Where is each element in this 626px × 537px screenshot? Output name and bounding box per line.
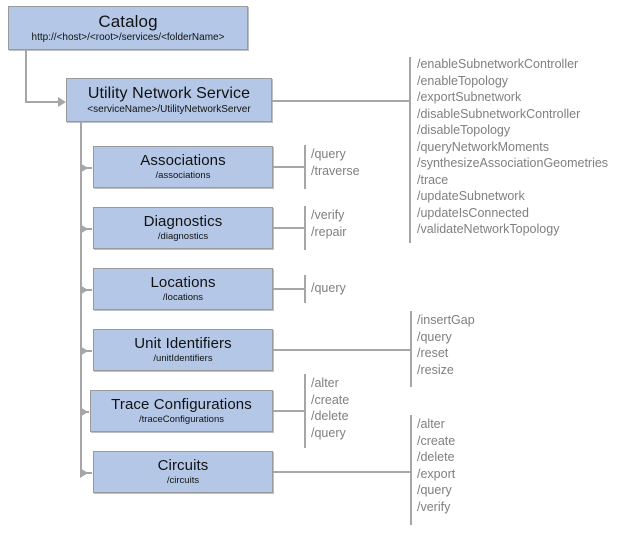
connector-service-trunk-vertical xyxy=(80,122,82,472)
operation-item: /alter xyxy=(417,417,445,431)
operation-item: /create xyxy=(417,433,456,448)
operation-item: /query xyxy=(311,281,346,295)
connector-associations-to-operations xyxy=(273,166,305,168)
node-diagnostics-path: /diagnostics xyxy=(157,231,209,242)
node-catalog-path: http://<host>/<root>/services/<folderNam… xyxy=(31,32,225,43)
operation-item: /alter xyxy=(311,376,339,390)
operation-item: /disableSubnetworkController xyxy=(417,106,581,121)
operations-associations: /query /traverse xyxy=(311,146,360,179)
arrow-to-associations xyxy=(80,163,88,173)
node-diagnostics-title: Diagnostics xyxy=(143,213,223,230)
node-trace-configurations-title: Trace Configurations xyxy=(111,396,252,413)
node-utility-network-service-path: <serviceName>/UtilityNetworkServer xyxy=(87,103,251,115)
divider-trace-configurations-operations xyxy=(304,374,306,448)
operation-item: /trace xyxy=(417,172,449,187)
node-unit-identifiers[interactable]: Unit Identifiers /unitIdentifiers xyxy=(93,329,273,371)
node-circuits-path: /circuits xyxy=(166,475,200,486)
node-catalog-title: Catalog xyxy=(98,12,158,31)
node-circuits-title: Circuits xyxy=(157,457,209,474)
operations-locations: /query xyxy=(311,280,346,297)
operation-item: /query xyxy=(311,425,346,440)
operation-item: /disableTopology xyxy=(417,123,511,137)
operation-item: /delete xyxy=(311,409,349,423)
arrow-to-locations xyxy=(80,285,88,295)
operations-circuits: /alter /create /delete /export /query /v… xyxy=(417,416,455,515)
operations-diagnostics: /verify /repair xyxy=(311,207,346,240)
connector-catalog-to-service-horizontal xyxy=(25,101,61,103)
connector-circuits-to-operations xyxy=(273,471,411,473)
operation-item: /traverse xyxy=(311,163,360,178)
node-associations-title: Associations xyxy=(140,152,226,169)
connector-catalog-to-service-vertical xyxy=(25,50,27,102)
operations-utility-network-service: /enableSubnetworkController /enableTopol… xyxy=(417,56,608,238)
operation-item: /reset xyxy=(417,346,449,360)
node-circuits[interactable]: Circuits /circuits xyxy=(93,451,273,493)
divider-unit-identifiers-operations xyxy=(410,311,412,387)
node-trace-configurations-path: /traceConfigurations xyxy=(138,414,225,425)
divider-service-operations xyxy=(409,57,411,243)
connector-service-to-operations xyxy=(272,100,410,102)
operations-trace-configurations: /alter /create /delete /query xyxy=(311,375,349,441)
arrow-to-diagnostics xyxy=(80,224,88,234)
operation-item: /insertGap xyxy=(417,313,475,327)
operation-item: /enableSubnetworkController xyxy=(417,57,579,71)
arrow-catalog-to-service xyxy=(58,97,66,107)
connector-trace-configurations-to-operations xyxy=(273,410,305,412)
connector-locations-to-operations xyxy=(273,288,305,290)
node-associations[interactable]: Associations /associations xyxy=(93,146,273,188)
node-diagnostics[interactable]: Diagnostics /diagnostics xyxy=(93,207,273,249)
operation-item: /query xyxy=(417,483,452,497)
operations-unit-identifiers: /insertGap /query /reset /resize xyxy=(417,312,475,378)
divider-locations-operations xyxy=(304,275,306,303)
divider-diagnostics-operations xyxy=(304,206,306,250)
node-trace-configurations[interactable]: Trace Configurations /traceConfiguration… xyxy=(90,390,273,432)
node-utility-network-service[interactable]: Utility Network Service <serviceName>/Ut… xyxy=(66,78,272,122)
operation-item: /query xyxy=(311,147,346,161)
node-catalog[interactable]: Catalog http://<host>/<root>/services/<f… xyxy=(8,6,248,50)
operation-item: /updateIsConnected xyxy=(417,205,529,220)
operation-item: /export xyxy=(417,466,456,481)
operation-item: /query xyxy=(417,329,452,344)
arrow-to-circuits xyxy=(80,468,88,478)
operation-item: /resize xyxy=(417,362,454,377)
arrow-to-unit-identifiers xyxy=(80,346,88,356)
arrow-to-trace-configurations xyxy=(80,407,88,417)
node-locations[interactable]: Locations /locations xyxy=(93,268,273,310)
node-utility-network-service-title: Utility Network Service xyxy=(87,84,251,102)
operation-item: /synthesizeAssociationGeometries xyxy=(417,156,609,170)
operation-item: /verify xyxy=(311,208,345,222)
node-unit-identifiers-title: Unit Identifiers xyxy=(134,335,232,352)
operation-item: /verify xyxy=(417,499,451,514)
operation-item: /exportSubnetwork xyxy=(417,90,522,104)
operation-item: /enableTopology xyxy=(417,73,509,88)
node-locations-path: /locations xyxy=(162,292,204,303)
node-unit-identifiers-path: /unitIdentifiers xyxy=(153,353,213,364)
operation-item: /updateSubnetwork xyxy=(417,189,525,203)
connector-diagnostics-to-operations xyxy=(273,227,305,229)
operation-item: /delete xyxy=(417,450,455,464)
operation-item: /queryNetworkMoments xyxy=(417,139,549,154)
connector-unit-identifiers-to-operations xyxy=(273,349,411,351)
node-locations-title: Locations xyxy=(150,274,216,291)
divider-circuits-operations xyxy=(410,415,412,525)
divider-associations-operations xyxy=(304,145,306,189)
operation-item: /create xyxy=(311,392,350,407)
node-associations-path: /associations xyxy=(155,170,211,181)
operation-item: /repair xyxy=(311,224,347,239)
operation-item: /validateNetworkTopology xyxy=(417,222,560,236)
